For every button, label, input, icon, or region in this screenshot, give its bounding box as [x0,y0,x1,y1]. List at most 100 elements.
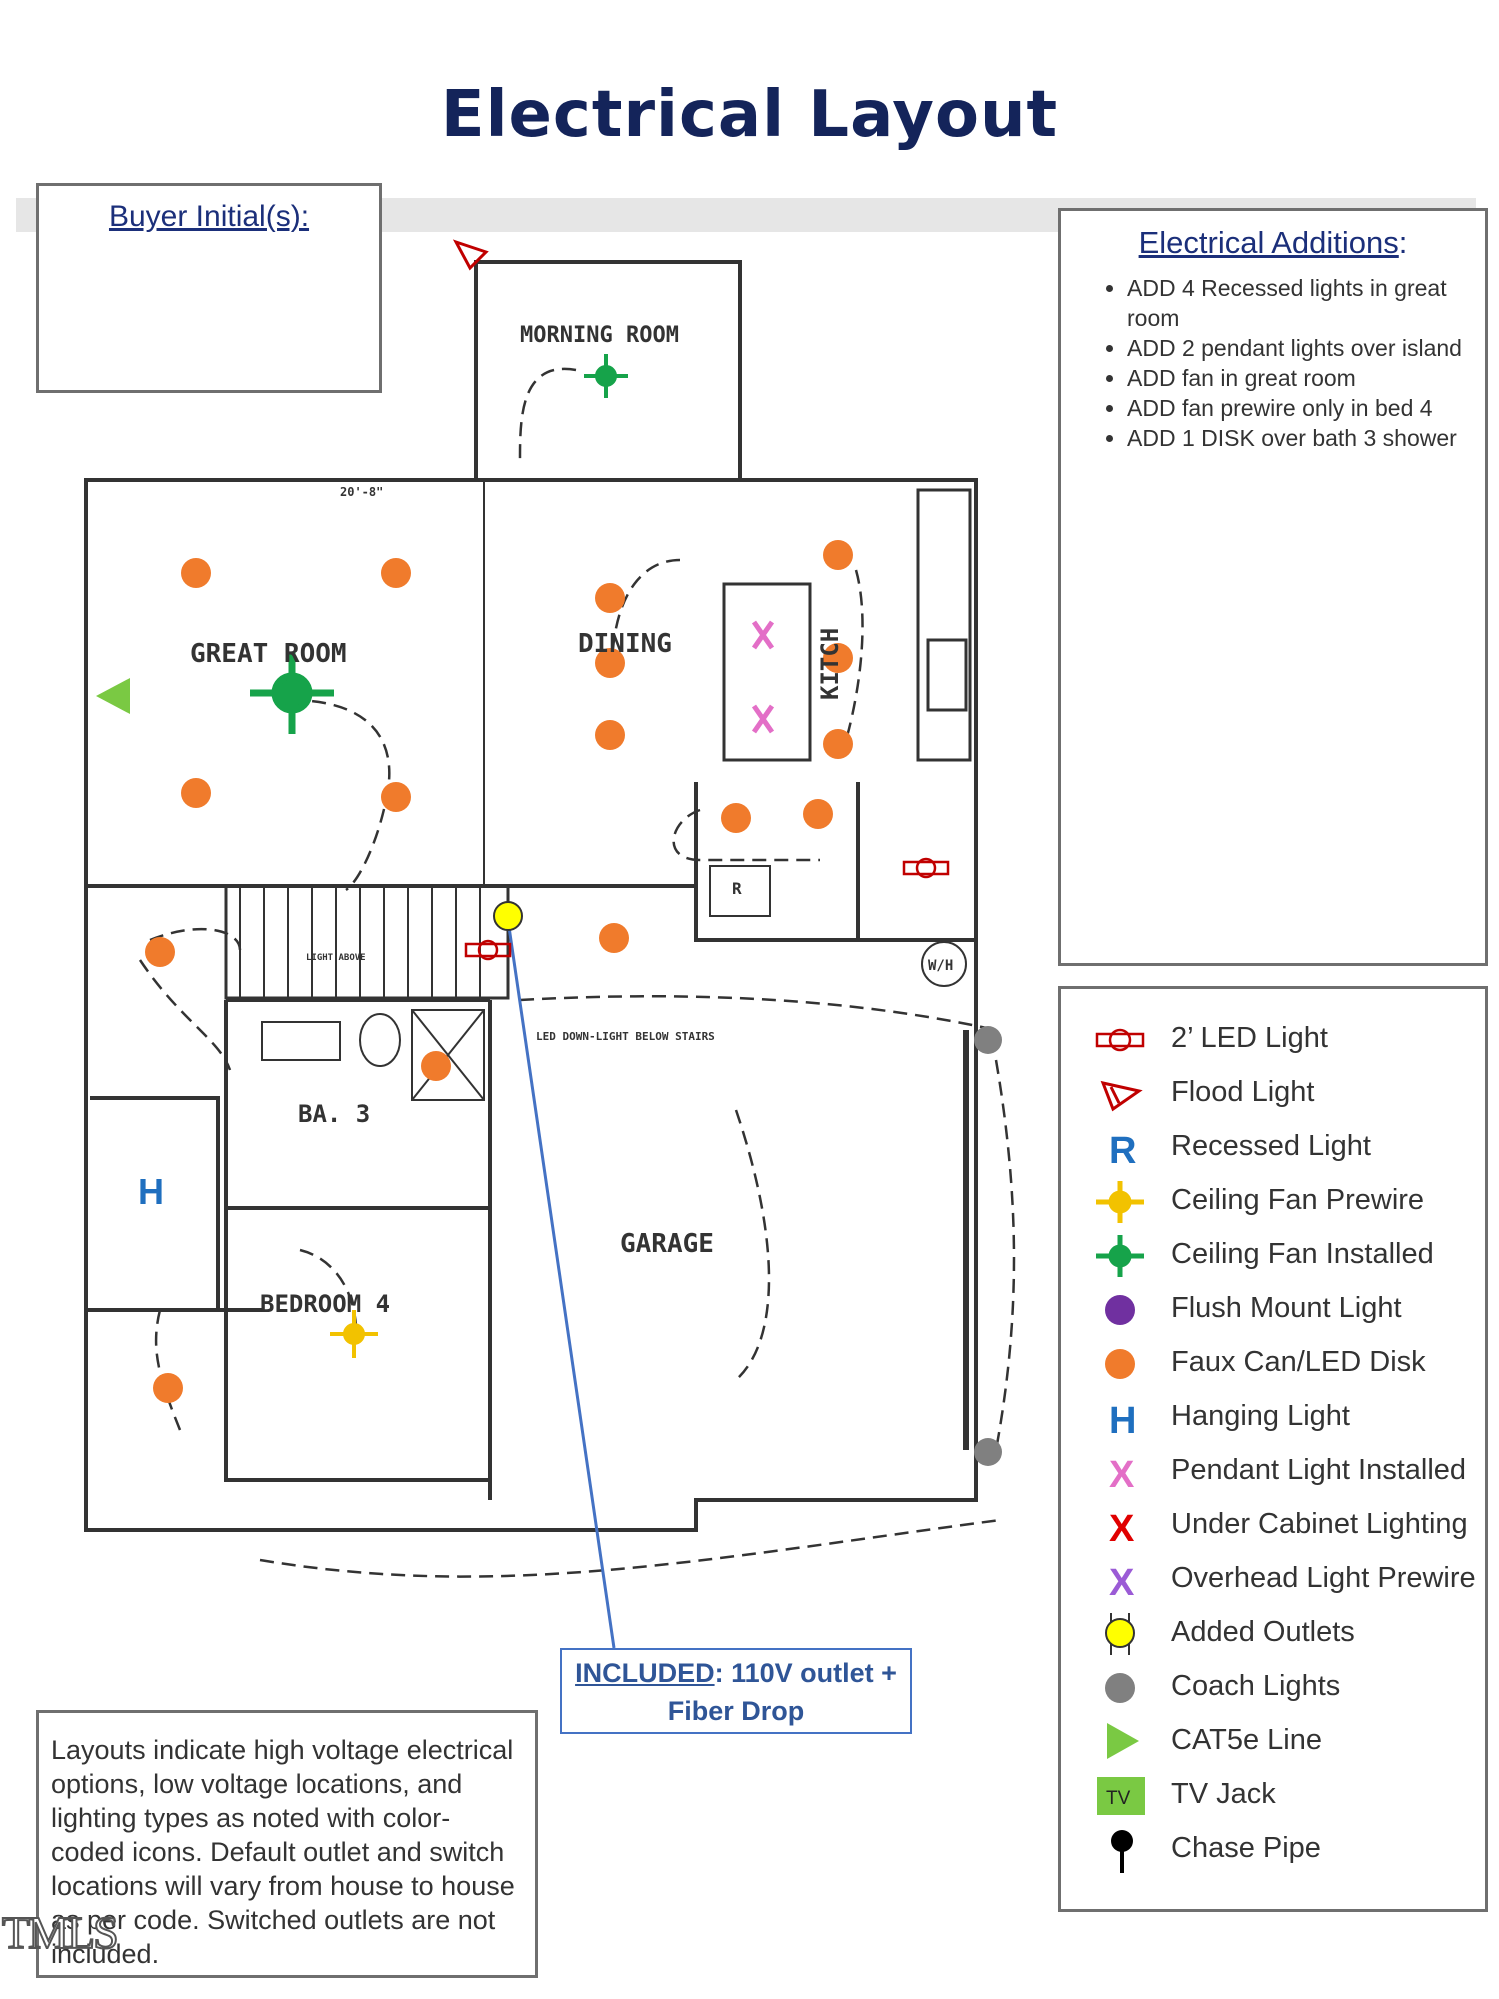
legend-row: Chase Pipe [1061,1823,1485,1877]
legend-label: Under Cabinet Lighting [1171,1508,1468,1540]
flood-light-icon [1100,1080,1143,1112]
addition-item: ADD fan in great room [1127,363,1473,393]
electrical-additions-panel: Electrical Additions: ADD 4 Recessed lig… [1058,208,1488,966]
recessed-light-icon: R [1109,1130,1136,1171]
addition-item: ADD fan prewire only in bed 4 [1127,393,1473,423]
addition-item: ADD 2 pendant lights over island [1127,333,1473,363]
room-label-morning: MORNING ROOM [520,323,679,348]
range [926,638,968,712]
kitchen-wall [694,782,976,942]
room-label-great: GREAT ROOM [190,639,347,669]
tv-jack-icon: TV [1097,1777,1145,1815]
fridge [709,865,771,917]
svg-text:X: X [1109,1562,1135,1603]
outlet-icon [1105,1613,1135,1655]
legend-label: Flush Mount Light [1171,1292,1402,1324]
svg-text:TV: TV [1106,1788,1131,1809]
legend-label: Ceiling Fan Installed [1171,1238,1434,1270]
included-bold: INCLUDED [575,1658,715,1688]
legend-row: TV TV Jack [1061,1769,1485,1823]
led-disk-marker [595,720,625,750]
wire-great-room [289,698,391,892]
pendant-markers [751,620,775,734]
legend-row: Ceiling Fan Installed [1061,1229,1485,1283]
room-label-bath: BA. 3 [298,1100,370,1128]
addition-item: ADD 4 Recessed lights in great room [1127,273,1473,333]
pendant-marker [751,704,775,734]
wire-kitchen [838,569,864,761]
stair-note: LED DOWN-LIGHT BELOW STAIRS [536,1030,715,1043]
tmls-watermark: TMLS [1,1906,120,1959]
legend-label: Coach Lights [1171,1670,1341,1702]
fan-installed-marker [584,354,628,398]
kitchen-island [722,582,812,762]
addition-item: ADD 1 DISK over bath 3 shower [1127,423,1473,453]
wire-hall [149,927,242,951]
overhead-prewire-icon: X [1109,1562,1135,1603]
room-label-wh: W/H [928,958,953,974]
wire-dining [610,558,681,681]
hanging-light-marker: H [138,1171,164,1212]
led-disk-marker [145,937,175,967]
led-disk-marker [595,583,625,613]
included-pointer-line [506,919,616,1649]
stairs [224,884,510,1000]
legend-label: Overhead Light Prewire [1171,1562,1476,1594]
led-disk-marker [595,648,625,678]
wire-garage-top [519,995,997,1032]
buyer-initials-box[interactable]: Buyer Initial(s): [36,183,382,393]
cat5e-marker [96,678,130,714]
legend-label: Flood Light [1171,1076,1315,1108]
coach-light-marker [974,1438,1002,1466]
svg-text:H: H [1109,1400,1136,1441]
led-disk-marker [381,782,411,812]
legend-label: Hanging Light [1171,1400,1350,1432]
wire-kitchen-low [672,808,820,862]
added-outlet-marker [493,901,523,931]
dimension-top: 20'-8" [340,485,383,499]
led-disk-marker [181,558,211,588]
led-disk-markers [145,540,853,1403]
led-disk-marker [421,1051,451,1081]
wire-porch [154,1309,182,1431]
fan-prewire-icon [1096,1181,1144,1223]
additions-heading: Electrical Additions: [1138,225,1408,260]
led-disk-marker [823,643,853,673]
svg-text:X: X [1109,1508,1135,1549]
led-disk-marker [721,803,751,833]
pendant-marker [751,620,775,650]
chase-pipe-icon [1111,1830,1133,1873]
legend-label: Chase Pipe [1171,1832,1321,1864]
included-callout: INCLUDED: 110V outlet + Fiber Drop [560,1648,912,1734]
legend-row: X Overhead Light Prewire [1061,1553,1485,1607]
led-disk-marker [381,558,411,588]
fan-installed-marker [250,652,334,734]
room-label-r: R [732,879,742,898]
disclaimer-text: Layouts indicate high voltage electrical… [51,1735,515,1969]
legend-label: TV Jack [1171,1778,1276,1810]
led-disk-icon [1105,1349,1135,1379]
led-disk-marker [823,540,853,570]
wire-coach [994,1059,1016,1451]
additions-list: ADD 4 Recessed lights in great room ADD … [1061,273,1485,453]
room-label-bedroom: BEDROOM 4 [260,1290,390,1318]
coach-light-marker [974,1026,1002,1054]
legend-row: 2’ LED Light [1061,1013,1485,1067]
wire-garage [734,1109,771,1381]
led-disk-marker [153,1373,183,1403]
light-above-note: LIGHT ABOVE [306,953,366,963]
legend-label: Ceiling Fan Prewire [1171,1184,1425,1216]
legend-row: Ceiling Fan Prewire [1061,1175,1485,1229]
room-label-kitchen: KITCH [816,628,844,700]
led-light-marker [902,857,950,879]
legend-row: Faux Can/LED Disk [1061,1337,1485,1391]
room-label-garage: GARAGE [620,1229,714,1259]
led-light-icon [1095,1028,1145,1052]
flush-mount-icon [1105,1295,1135,1325]
legend-row: Coach Lights [1061,1661,1485,1715]
room-label-dining: DINING [578,629,672,659]
bedroom-walls [224,1000,490,1482]
led-disk-marker [823,729,853,759]
water-heater [921,941,967,987]
